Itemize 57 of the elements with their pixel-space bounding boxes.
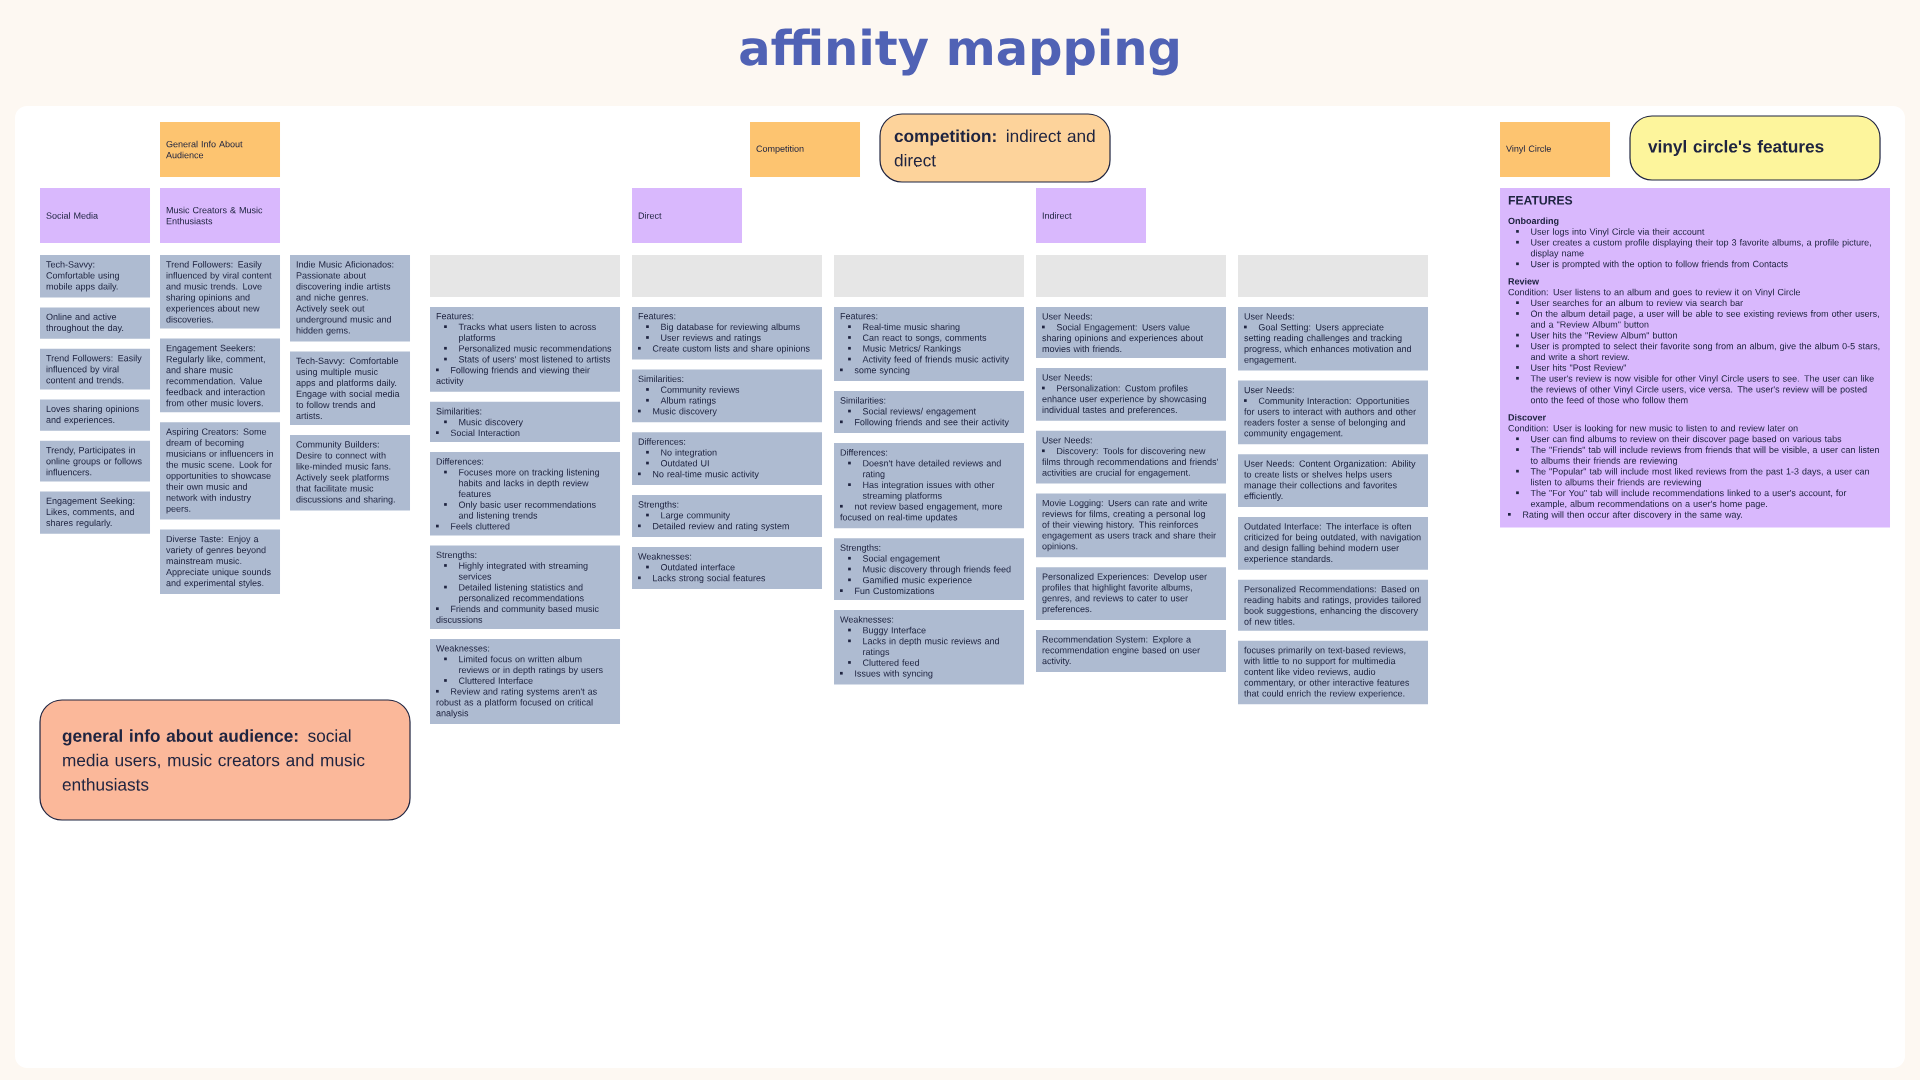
sticky-note: Community Builders: Desire to connect with like-minded music fans. Actively seek platforms that facilitate music discussions and sharing. (290, 435, 410, 511)
callout-bubble: general info about audience: social media users, music creators and music enthusiasts (39, 699, 411, 821)
sticky-note: Direct (632, 188, 742, 243)
sticky-note: User Needs: Personalization: Custom profiles enhance user experience by showcasing individual tastes and preferences. (1036, 368, 1226, 421)
sticky-note: Differences: Doesn't have detailed reviews and rating Has integration issues with other streaming platforms not review based engagement, more focused on real-time updates (834, 443, 1024, 529)
sticky-note: Trendy, Participates in online groups or follows influencers. (40, 440, 150, 482)
sticky-note: Competition (750, 122, 860, 177)
sticky-note: Indirect (1036, 188, 1146, 243)
sticky-note: focuses primarily on text-based reviews, with little to no support for multimedia content like video reviews, audio commentary, or other interactive features that could enrich the review experience. (1238, 640, 1428, 705)
sticky-note: Strengths: Large community Detailed review and rating system (632, 495, 822, 537)
sticky-note: Trend Followers: Easily influenced by viral content and trends. (40, 348, 150, 390)
sticky-note: User Needs: Discovery: Tools for discovering new films through recommendations and friends' activities are crucial for engagement. (1036, 430, 1226, 484)
sticky-note: Music Creators & Music Enthusiasts (160, 188, 280, 243)
sticky-note: Differences: Focuses more on tracking listening habits and lacks in depth review features Only basic user recommendations and listening trends Feels cluttered (430, 452, 620, 536)
sticky-note: Tech-Savvy: Comfortable using multiple music apps and platforms daily. Engage with social media to follow trends and artists. (290, 351, 410, 425)
callout-bubble: vinyl circle's features (1629, 115, 1881, 181)
sticky-note: Strengths: Highly integrated with streaming services Detailed listening statistics and personalized recommendations Friends and community based music discussions (430, 545, 620, 629)
sticky-note: Features: Real-time music sharing Can react to songs, comments Music Metrics/ Rankings Activity feed of friends music activity some syncing (834, 307, 1024, 382)
sticky-note: Personalized Experiences: Develop user profiles that highlight favorite albums, genres, and reviews to cater to user preferences. (1036, 567, 1226, 620)
sticky-note: Recommendation System: Explore a recommendation engine based on user activity. (1036, 629, 1226, 672)
sticky-note: Similarities: Community reviews Album ratings Music discovery (632, 369, 822, 423)
sticky-note: FEATURES Onboarding User logs into Vinyl Circle via their account User creates a custom profile displaying their top 3 favorite albums, a profile picture, display name User is prompted with the option to follow friends from Contacts Review Condition: User listens to an album and goes to review it on Vinyl Circle User searches for an album to review via search bar On the album detail page, a user will be able to see existing reviews from other users, and a "Review Album" button User hits the "Review Album" button User is prompted to select their favorite song from an album, give the album 0-5 stars, and write a short review. User hits "Post Review" The user's review is now visible for other Vinyl Circle users to see. The user can like the reviews of other Vinyl Circle users, vice versa. The user's review will be posted onto the feed of those who follow them Discover Condition: User is looking for new music to listen to and review later on User can find albums to review on their discover page based on various tabs The "Friends" tab will include reviews from friends that will be visible, a user can listen to albums their friends are reviewing The "Popular" tab will include most liked reviews from the past 1-3 days, a user can listen to albums their friends are reviewing The "For You" tab will include recommendations linked to a user's account, for example, album recommendations on a user's home page. Rating will then occur after discovery in the same way. (1500, 188, 1890, 528)
sticky-note: User Needs: Goal Setting: Users appreciate setting reading challenges and tracking progress, which enhances motivation and engagement. (1238, 307, 1428, 371)
sticky-note: User Needs: Content Organization: Ability to create lists or shelves helps users manage their collections and favorites efficiently. (1238, 454, 1428, 507)
sticky-note: Social Media (40, 188, 150, 243)
sticky-note (834, 255, 1024, 297)
sticky-note (1036, 255, 1226, 297)
sticky-note: Features: Tracks what users listen to across platforms Personalized music recommendations Stats of users' most listened to artists Following friends and viewing their activity (430, 307, 620, 392)
sticky-note: Loves sharing opinions and experiences. (40, 399, 150, 431)
sticky-note: Outdated Interface: The interface is often criticized for being outdated, with navigation and design falling behind modern user experience standards. (1238, 516, 1428, 570)
sticky-note (632, 255, 822, 297)
sticky-note: Tech-Savvy: Comfortable using mobile apps daily. (40, 255, 150, 298)
sticky-note: Strengths: Social engagement Music discovery through friends feed Gamified music experience Fun Customizations (834, 538, 1024, 601)
sticky-note: Features: Big database for reviewing albums User reviews and ratings Create custom lists and share opinions (632, 307, 822, 360)
sticky-note: User Needs: Social Engagement: Users value sharing opinions and experiences about movies with friends. (1036, 307, 1226, 358)
sticky-note: General Info About Audience (160, 122, 280, 177)
sticky-note: Similarities: Music discovery Social Interaction (430, 401, 620, 443)
sticky-note: Personalized Recommendations: Based on reading habits and ratings, provides tailored book suggestions, enhancing the discovery of new titles. (1238, 579, 1428, 631)
sticky-note: Weaknesses: Outdated interface Lacks strong social features (632, 547, 822, 589)
sticky-note: Similarities: Social reviews/ engagement Following friends and see their activity (834, 391, 1024, 434)
sticky-note: Movie Logging: Users can rate and write reviews for films, creating a personal log of their viewing history. This reinforces engagement as users track and share their opinions. (1036, 493, 1226, 558)
sticky-note: Differences: No integration Outdated UI No real-time music activity (632, 432, 822, 486)
sticky-note: Engagement Seekers: Regularly like, comment, and share music recommendation. Value feedback and interaction from other music lovers. (160, 338, 280, 413)
callout-bubble: competition: indirect and direct (879, 113, 1111, 183)
sticky-note: Engagement Seeking: Likes, comments, and shares regularly. (40, 491, 150, 534)
sticky-note: Weaknesses: Limited focus on written album reviews or in depth ratings by users Cluttered Interface Review and rating systems aren't as robust as a platform focused on critical analysis (430, 638, 620, 725)
sticky-note (430, 255, 620, 297)
sticky-note: Diverse Taste: Enjoy a variety of genres beyond mainstream music. Appreciate unique sounds and experimental styles. (160, 529, 280, 594)
sticky-note: Vinyl Circle (1500, 122, 1610, 177)
title: affinity mapping (740, 28, 1178, 76)
sticky-note: Weaknesses: Buggy Interface Lacks in depth music reviews and ratings Cluttered feed Issues with syncing (834, 610, 1024, 685)
sticky-note: Indie Music Aficionados: Passionate about discovering indie artists and niche genres. Actively seek out underground music and hidden gems. (290, 255, 410, 342)
sticky-note: Trend Followers: Easily influenced by viral content and music trends. Love sharing opinions and experiences about new discoveries. (160, 255, 280, 329)
sticky-note: User Needs: Community Interaction: Opportunities for users to interact with authors and other readers foster a sense of belonging and community engagement. (1238, 380, 1428, 445)
sticky-note (1238, 255, 1428, 297)
sticky-note: Online and active throughout the day. (40, 307, 150, 339)
sticky-note: Aspiring Creators: Some dream of becoming musicians or influencers in the music scene. Look for opportunities to showcase their own music and network with industry peers. (160, 422, 280, 520)
